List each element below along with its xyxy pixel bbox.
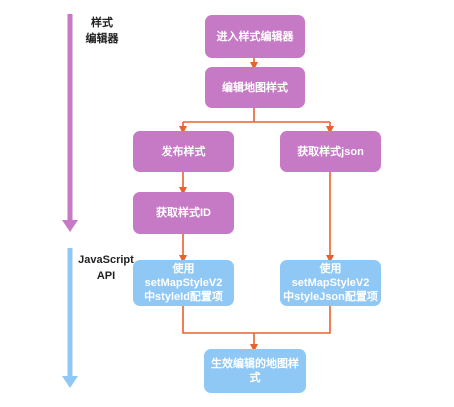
phase-label-line1: 样式: [91, 17, 113, 29]
node-get-style-json: 获取样式json: [280, 131, 381, 172]
connectors: [179, 58, 334, 352]
node-edit-map-style: 编辑地图样式: [205, 67, 305, 108]
node-label: 发布样式: [161, 145, 206, 158]
style-editor-phase-arrow: [62, 14, 78, 232]
node-label-line1: 使用setMapStyleV2: [291, 263, 370, 289]
node-apply-edited-style: 生效编辑的地图样式: [204, 349, 306, 393]
node-label: 进入样式编辑器: [216, 30, 294, 43]
phase-label-line2: 编辑器: [85, 33, 119, 45]
connector-merge: [182, 306, 331, 334]
node-publish-style: 发布样式: [133, 131, 234, 172]
node-use-style-json-option: 使用setMapStyleV2 中styleJson配置项: [280, 260, 381, 306]
node-label-line1: 使用setMapStyleV2: [144, 263, 223, 289]
node-use-style-id-option: 使用setMapStyleV2 中styleId配置项: [133, 260, 234, 306]
connector-edit-to-branches: [183, 108, 330, 123]
phase-label-line1: JavaScript: [78, 254, 134, 266]
phase-label-line2: API: [96, 270, 116, 282]
node-label-line2: 中styleJson配置项: [283, 291, 378, 303]
node-label: 获取样式ID: [156, 207, 211, 219]
javascript-api-phase-arrow: [62, 248, 78, 388]
node-label-line2: 中styleId配置项: [144, 291, 223, 303]
node-label: 生效编辑的地图样式: [211, 358, 299, 384]
node-label: 获取样式json: [297, 145, 364, 158]
node-label: 编辑地图样式: [222, 81, 288, 94]
node-enter-style-editor: 进入样式编辑器: [205, 15, 305, 58]
phase-label-style-editor: 样式 编辑器: [80, 15, 124, 47]
phase-label-javascript-api: JavaScript API: [76, 252, 136, 284]
node-get-style-id: 获取样式ID: [133, 192, 234, 234]
